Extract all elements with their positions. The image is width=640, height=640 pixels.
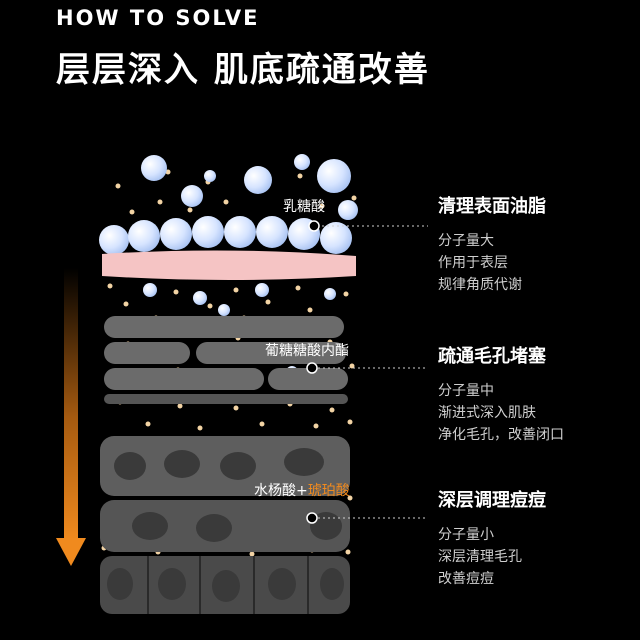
lower-cell-layers (100, 436, 350, 614)
callout-line: 分子量中 (438, 383, 494, 399)
middle-tissue-layers (104, 316, 348, 404)
callout-line: 深层清理毛孔 (438, 549, 522, 565)
label-succinic: 琥珀酸 (307, 483, 350, 499)
label-salicylic: 水杨酸+ (254, 483, 308, 499)
callout-line: 分子量大 (438, 233, 494, 249)
label-lactobionic: 乳糖酸 (283, 199, 325, 215)
callout-line: 作用于表层 (438, 255, 508, 271)
callout-line: 改善痘痘 (438, 571, 494, 587)
pink-surface-layer (102, 250, 356, 280)
header-subtitle-en: HOW TO SOLVE (56, 6, 260, 30)
large-bubbles (141, 154, 358, 220)
depth-arrow (56, 268, 86, 566)
callout-line: 渐进式深入肌肤 (438, 405, 536, 421)
callout-line: 净化毛孔，改善闭口 (438, 427, 564, 443)
target-marker-2 (306, 362, 318, 374)
callout-line: 分子量小 (438, 527, 494, 543)
callout-deep: 深层调理痘痘 分子量小 深层清理毛孔 改善痘痘 (438, 486, 546, 590)
callout-title: 深层调理痘痘 (438, 490, 546, 511)
callout-pores: 疏通毛孔堵塞 分子量中 渐进式深入肌肤 净化毛孔，改善闭口 (438, 342, 564, 446)
target-markers (306, 220, 320, 524)
callout-surface: 清理表面油脂 分子量大 作用于表层 规律角质代谢 (438, 192, 546, 296)
callout-title: 清理表面油脂 (438, 196, 546, 217)
target-marker-3 (306, 512, 318, 524)
surface-bubble-row (99, 216, 352, 255)
label-gluconolactone: 葡糖糖酸内酯 (265, 343, 349, 359)
callout-line: 规律角质代谢 (438, 277, 522, 293)
leader-lines (318, 225, 428, 519)
label-salicylic-succinic: 水杨酸+琥珀酸 (254, 480, 350, 500)
header-title: 层层深入 肌底疏通改善 (56, 50, 430, 90)
callout-title: 疏通毛孔堵塞 (438, 346, 546, 367)
target-marker-1 (308, 220, 320, 232)
